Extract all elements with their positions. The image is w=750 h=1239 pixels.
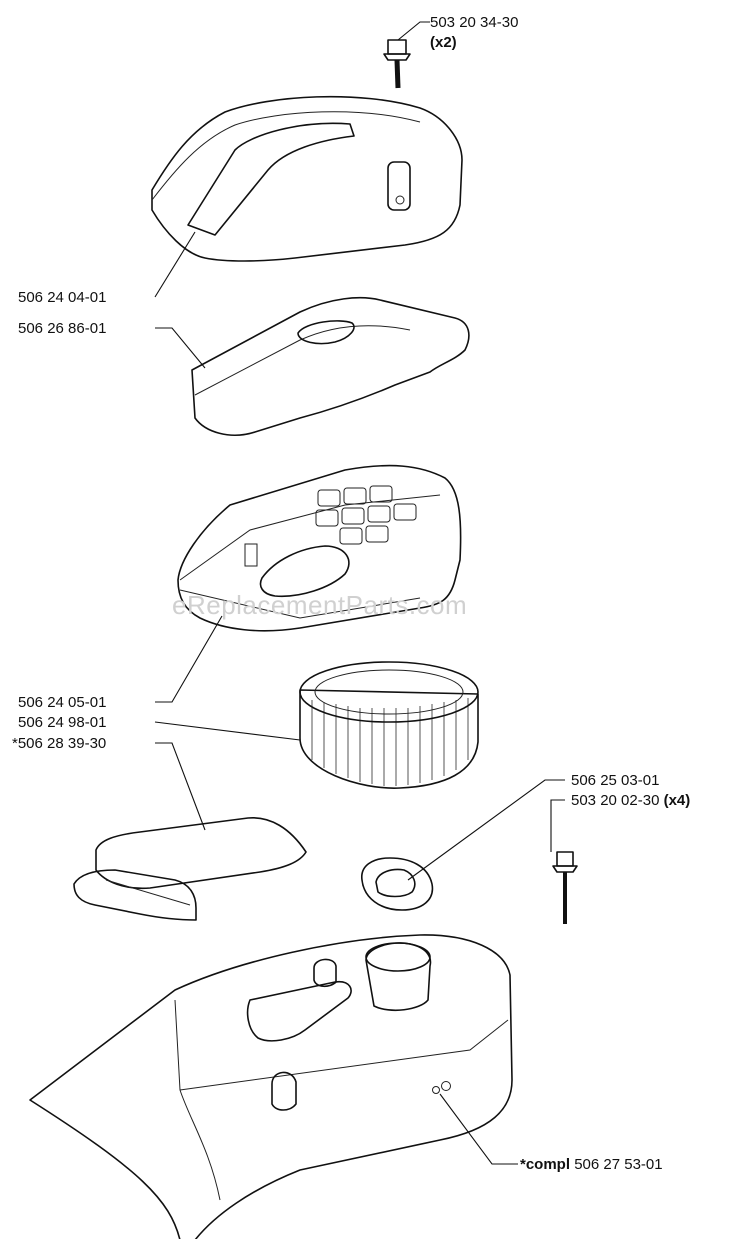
label-base: *compl 506 27 53-01 bbox=[520, 1156, 663, 1173]
label-cover: 506 24 04-01 bbox=[18, 289, 107, 306]
top-screw-part bbox=[383, 39, 411, 89]
label-filter-housing: 506 24 05-01 bbox=[18, 694, 107, 711]
leader-lines bbox=[154, 21, 565, 1165]
label-screw-bracket: 503 20 02-30 (x4) bbox=[571, 792, 690, 809]
label-filter-element: 506 24 98-01 bbox=[18, 714, 107, 731]
label-screw-top-qty-text: (x2) bbox=[430, 34, 457, 51]
label-screw-bracket-qty: (x4) bbox=[663, 792, 691, 809]
label-base-prefix: *compl bbox=[520, 1156, 571, 1173]
gasket-part bbox=[73, 817, 307, 921]
bracket-part bbox=[361, 857, 434, 911]
label-base-number: 506 27 53-01 bbox=[574, 1156, 663, 1173]
label-screw-bracket-number: 503 20 02-30 bbox=[571, 792, 660, 809]
bracket-screw-part bbox=[552, 851, 578, 924]
label-screw-top-number: 503 20 34-30 bbox=[430, 14, 519, 31]
base-part bbox=[29, 934, 513, 1239]
label-screw-top: 503 20 34-30 bbox=[430, 14, 518, 31]
label-bracket: 506 25 03-01 bbox=[571, 772, 660, 789]
filter-element-part bbox=[299, 661, 479, 789]
prefilter-part bbox=[191, 296, 470, 436]
label-screw-top-qty: (x2) bbox=[430, 34, 457, 51]
watermark-text: eReplacementParts.com bbox=[172, 590, 468, 620]
label-gasket: *506 28 39-30 bbox=[12, 735, 107, 752]
cover-part bbox=[151, 95, 463, 262]
label-prefilter: 506 26 86-01 bbox=[18, 320, 107, 337]
filter-housing-part bbox=[177, 464, 462, 632]
